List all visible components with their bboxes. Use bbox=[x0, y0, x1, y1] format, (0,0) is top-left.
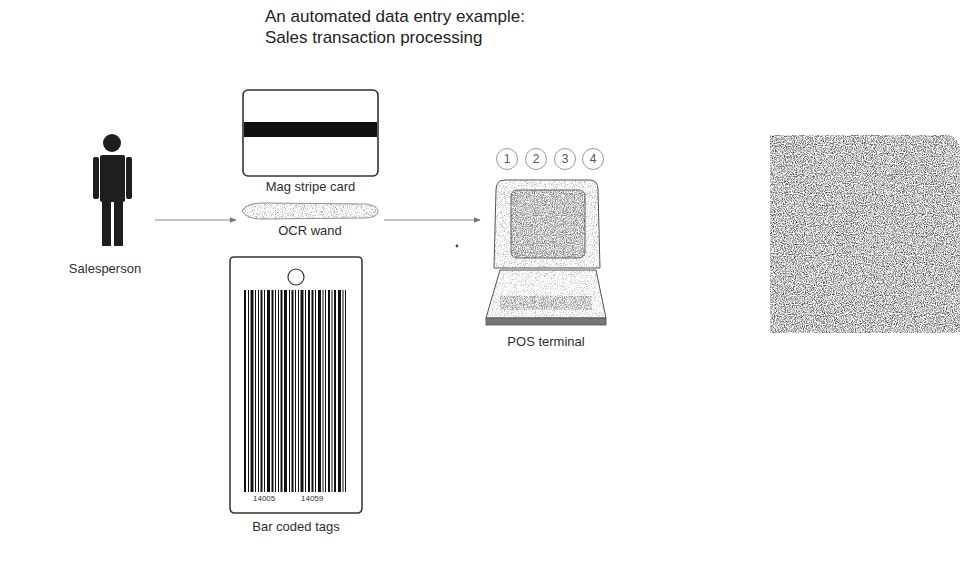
bar-stroke bbox=[301, 290, 304, 492]
bar-stroke bbox=[251, 290, 254, 492]
barcode-digits: 14005 bbox=[252, 494, 276, 504]
picture-node: POS terminal bbox=[480, 176, 612, 356]
bar-stroke bbox=[289, 290, 290, 492]
bar-stroke bbox=[312, 290, 314, 492]
bar-stroke bbox=[308, 290, 310, 492]
textured-panel bbox=[770, 135, 960, 333]
callout-number: 1 bbox=[496, 148, 518, 170]
bar-stroke bbox=[343, 290, 344, 492]
bar-stroke bbox=[248, 290, 249, 492]
flow-arrow bbox=[155, 220, 236, 221]
picture-node: Bar coded tags bbox=[225, 254, 367, 542]
barcode-digits: 14059 bbox=[300, 494, 324, 504]
bar-stroke bbox=[292, 290, 294, 492]
picture-caption: Mag stripe card bbox=[238, 179, 383, 195]
picture-node: OCR wand bbox=[236, 199, 384, 241]
ocr-wand bbox=[242, 203, 378, 219]
bar-stroke bbox=[244, 290, 246, 492]
stray-dot bbox=[456, 245, 459, 248]
bar-coded-tag bbox=[230, 257, 362, 513]
bar-stroke bbox=[332, 290, 333, 492]
callout-number: 3 bbox=[554, 148, 576, 170]
bar-stroke bbox=[255, 290, 256, 492]
bar-stroke bbox=[272, 290, 274, 492]
bar-stroke bbox=[295, 290, 296, 492]
bar-stroke bbox=[284, 290, 287, 492]
bar-stroke bbox=[315, 290, 316, 492]
bar-stroke bbox=[275, 290, 276, 492]
bar-stroke bbox=[345, 290, 346, 492]
bar-stroke bbox=[264, 290, 265, 492]
picture-caption: Salesperson bbox=[55, 261, 155, 277]
mag-stripe-card bbox=[243, 90, 378, 176]
bar-stroke bbox=[323, 290, 324, 492]
picture-caption: Bar coded tags bbox=[225, 519, 367, 535]
picture-caption: POS terminal bbox=[480, 334, 612, 350]
pos-terminal-drawing bbox=[486, 180, 606, 325]
bar-stroke bbox=[334, 290, 336, 492]
picture-node: Salesperson bbox=[55, 125, 155, 280]
picture-caption: OCR wand bbox=[236, 223, 384, 239]
bar-stroke bbox=[325, 290, 326, 492]
bar-stroke bbox=[328, 290, 330, 492]
bar-stroke bbox=[281, 290, 283, 492]
salesperson-figure bbox=[93, 134, 132, 246]
bar-stroke bbox=[258, 290, 259, 492]
diagram-title: An automated data entry example: Sales t… bbox=[265, 6, 545, 48]
bar-stroke bbox=[305, 290, 306, 492]
picture-node: Mag stripe card bbox=[238, 86, 383, 198]
bar-stroke bbox=[338, 290, 341, 492]
bar-stroke bbox=[261, 290, 263, 492]
bar-stroke bbox=[298, 290, 299, 492]
callout-number: 2 bbox=[525, 148, 547, 170]
bar-stroke bbox=[267, 290, 270, 492]
bar-stroke bbox=[278, 290, 279, 492]
callout-number: 4 bbox=[582, 148, 604, 170]
bar-stroke bbox=[318, 290, 321, 492]
flow-arrow bbox=[384, 220, 480, 221]
